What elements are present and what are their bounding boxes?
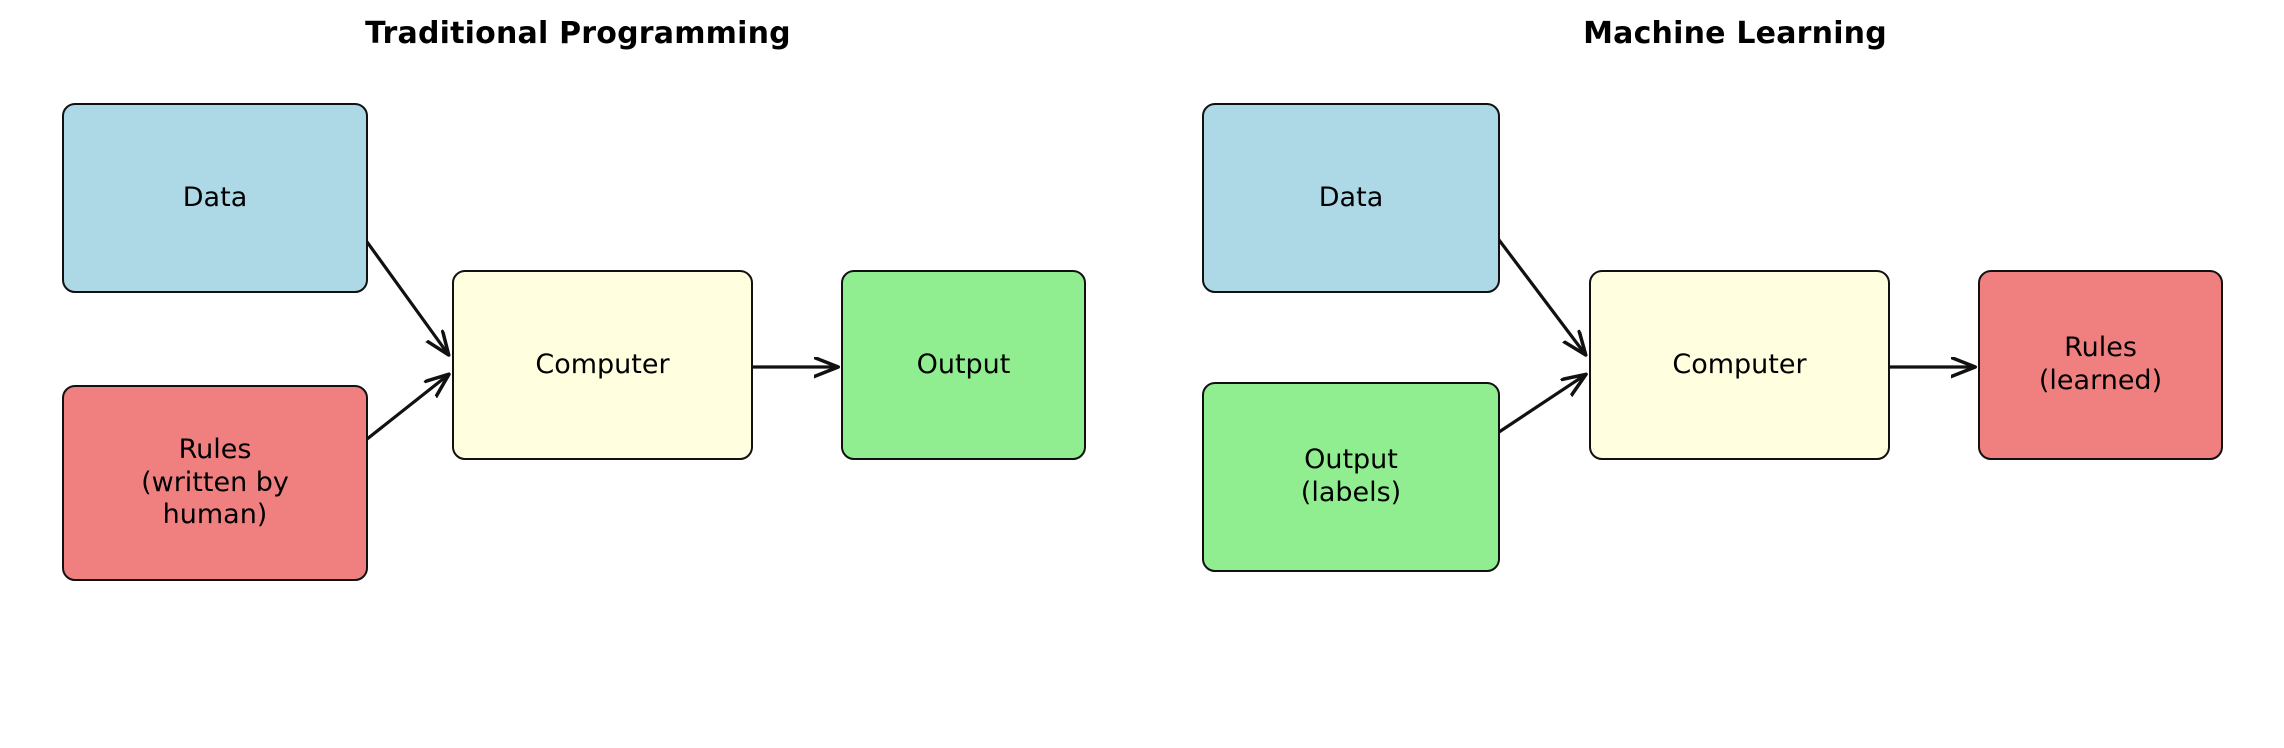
node-ml-output[interactable]: Output (labels) — [1202, 382, 1500, 572]
node-tp-rules[interactable]: Rules (written by human) — [62, 385, 368, 581]
node-tp-computer[interactable]: Computer — [452, 270, 753, 460]
node-label-ml-output: Output (labels) — [1300, 444, 1402, 508]
node-tp-data[interactable]: Data — [62, 103, 368, 293]
node-label-tp-rules: Rules (written by human) — [141, 433, 289, 531]
node-ml-computer[interactable]: Computer — [1589, 270, 1890, 460]
node-ml-data[interactable]: Data — [1202, 103, 1500, 293]
node-tp-output[interactable]: Output — [841, 270, 1086, 460]
node-label-ml-data: Data — [1318, 181, 1384, 213]
panel-title-machine-learning: Machine Learning — [1583, 16, 1887, 51]
edge-tp-rules-to-tp-computer — [356, 375, 448, 449]
node-label-ml-computer: Computer — [1672, 348, 1807, 380]
node-label-tp-output: Output — [916, 348, 1011, 380]
node-label-tp-data: Data — [182, 181, 248, 213]
node-ml-rules[interactable]: Rules (learned) — [1978, 270, 2223, 460]
edge-ml-output-to-ml-computer — [1489, 375, 1585, 440]
node-label-ml-rules: Rules (learned) — [2038, 332, 2163, 396]
edge-tp-data-to-tp-computer — [355, 227, 448, 354]
edge-ml-data-to-ml-computer — [1488, 227, 1585, 354]
panel-title-traditional: Traditional Programming — [365, 16, 791, 51]
node-label-tp-computer: Computer — [535, 348, 670, 380]
